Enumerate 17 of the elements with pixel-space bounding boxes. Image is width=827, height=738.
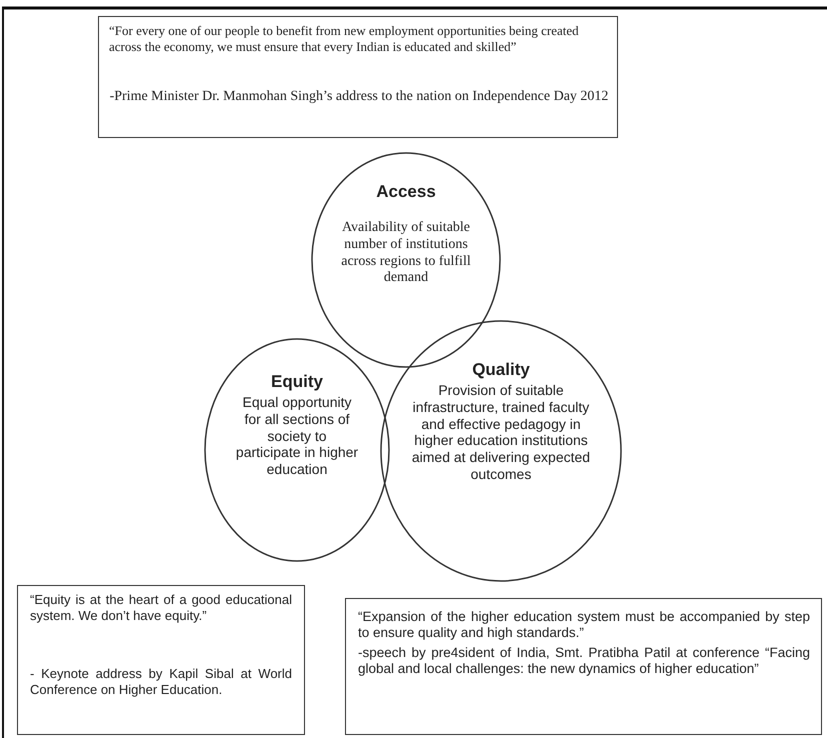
quote-text: “For every one of our people to benefit from new employment opportunities being created across the economy, we must ensure that every Indian is educated and skilled” xyxy=(109,23,580,54)
circle-heading: Equity xyxy=(270,372,324,392)
circle xyxy=(380,320,622,582)
attribution-text: - Keynote address by Kapil Sibal at World Conference on Higher Education. xyxy=(30,666,292,698)
circle-description: Availability of suitable number of institutions across regions to fulfill demand xyxy=(340,220,472,288)
quote-box xyxy=(98,16,618,138)
quote-text: “Equity is at the heart of a good educational system. We don’t have equity.” xyxy=(30,592,292,624)
circle-description: Equal opportunity for all sections of society to participate in higher education xyxy=(234,394,360,478)
circle-heading: Access xyxy=(375,182,437,202)
circle xyxy=(204,338,390,562)
circle-description: Provision of suitable infrastructure, trained faculty and effective pedagogy in higher education institutions aimed at delivering expected outcomes xyxy=(410,382,592,483)
attribution-text: -Prime Minister Dr. Manmohan Singh’s address to the nation on Independence Day 2012 xyxy=(109,89,609,106)
attribution-text: -speech by pre4sident of India, Smt. Pratibha Patil at conference “Facing global and local challenges: the new dynamics of higher education” xyxy=(358,645,810,678)
circle-heading: Quality xyxy=(471,360,531,380)
quote-box xyxy=(345,598,822,735)
quote-text: “Expansion of the higher education system must be accompanied by step to ensure quality and high standards.” xyxy=(358,609,810,642)
quote-box xyxy=(17,585,305,735)
